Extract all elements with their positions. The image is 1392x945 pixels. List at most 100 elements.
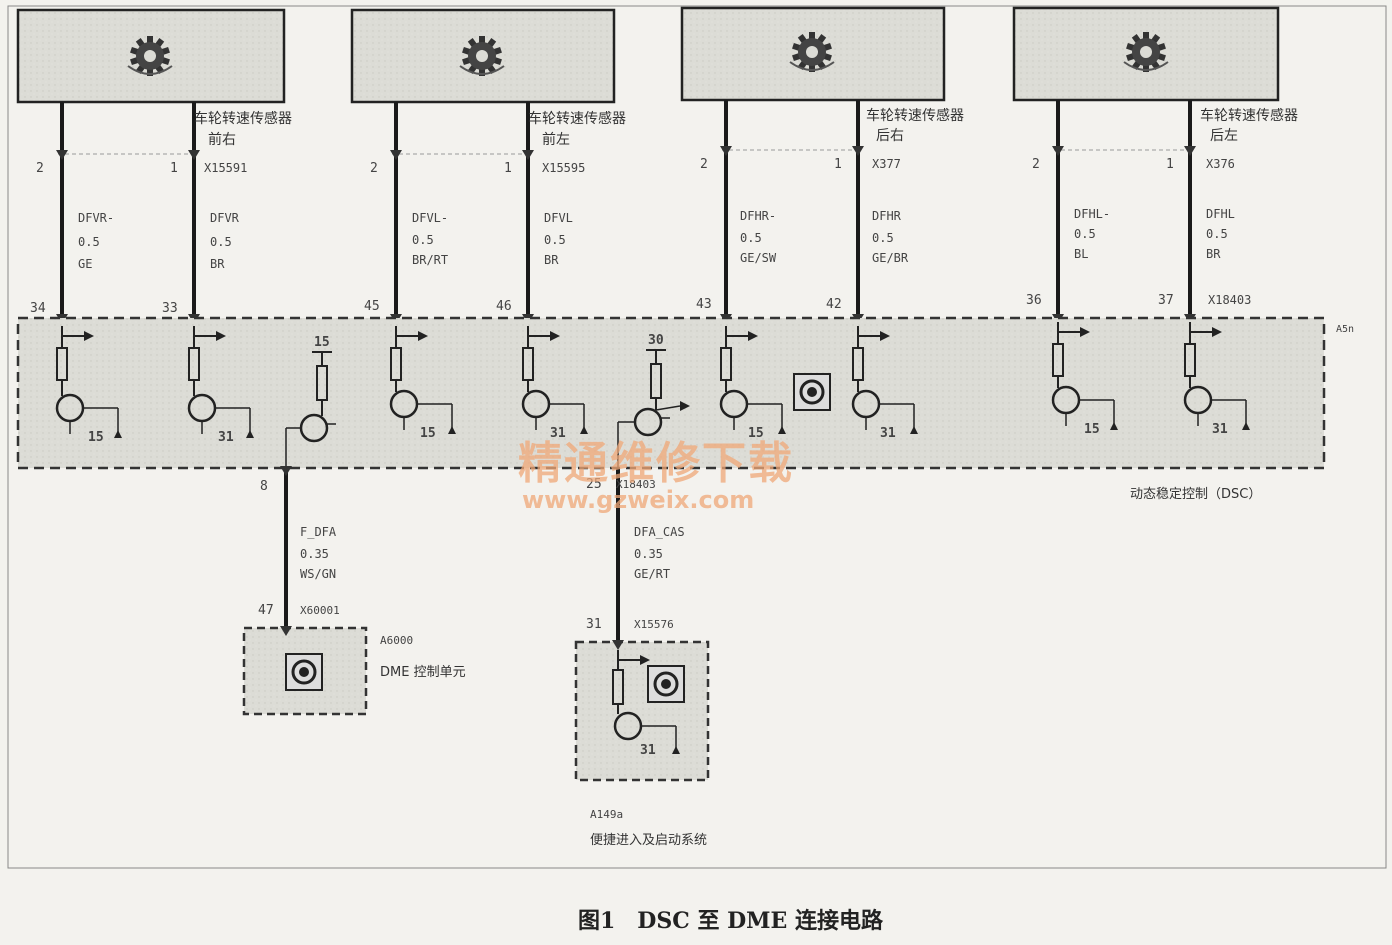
sensor-position: 后右 — [876, 128, 904, 144]
ecu-icon — [285, 653, 323, 691]
wire-color: GE/SW — [740, 251, 777, 265]
wire-gauge: 0.35 — [634, 547, 663, 561]
terminal-label: 15 — [748, 426, 764, 441]
input-channel — [187, 326, 254, 438]
watermark-url: www.gzweix.com — [522, 486, 754, 514]
wire-color: WS/GN — [300, 567, 336, 581]
dsc-pin: 45 — [364, 299, 380, 314]
terminal-label: 31 — [1212, 422, 1228, 437]
dsc-module: A5n — [16, 316, 1354, 470]
sensor-title: 车轮转速传感器 — [194, 110, 292, 127]
input-channel — [1051, 322, 1118, 430]
dsc-pin: 43 — [696, 297, 712, 312]
supply-label: 15 — [314, 335, 330, 350]
dsc-pin: 36 — [1026, 293, 1042, 308]
wire-color: BR — [210, 257, 225, 271]
input-channel — [521, 326, 588, 434]
wire-color: BR/RT — [412, 253, 448, 267]
input-channel — [55, 326, 122, 438]
sensor-position: 前左 — [542, 131, 570, 148]
sensor-position: 后左 — [1210, 128, 1238, 144]
dme-id: A6000 — [380, 634, 413, 647]
wire-name: DFHR — [872, 209, 902, 223]
wire-name: DFVL — [544, 211, 573, 225]
sensor-rr-labels: 车轮转速传感器 后右 2 1 X377 DFHR- 0.5 GE/SW DFHR… — [696, 107, 964, 312]
wire-color: BR — [1206, 247, 1221, 261]
wire-gauge: 0.5 — [210, 235, 232, 249]
wire-name: DFVL- — [412, 211, 448, 225]
wire-name: DFVR- — [78, 211, 114, 225]
dsc-pin: 25 — [586, 477, 602, 492]
outer-frame — [7, 5, 1387, 869]
wire-gauge: 0.5 — [1074, 227, 1096, 241]
wire-name: F_DFA — [300, 525, 337, 539]
pin-number: 1 — [1166, 157, 1174, 172]
wire-color: GE/RT — [634, 567, 670, 581]
cas-id: A149a — [590, 808, 623, 821]
connector-id: X377 — [872, 157, 901, 171]
wire-name: DFHL — [1206, 207, 1235, 221]
ecu-icon — [793, 373, 831, 411]
connector-id: X18403 — [616, 478, 656, 491]
connector-id: X18403 — [1208, 293, 1251, 307]
input-channel — [851, 326, 918, 434]
sensor-fl-labels: 车轮转速传感器 前左 2 1 X15595 DFVL- 0.5 BR/RT DF… — [364, 110, 626, 314]
figure-caption: 图1 DSC 至 DME 连接电路 — [578, 908, 884, 934]
supply-label: 30 — [648, 333, 664, 348]
pin-number: 47 — [258, 603, 274, 618]
gear-icon — [1123, 32, 1169, 72]
gear-icon — [789, 32, 835, 72]
terminal-label: 31 — [218, 430, 234, 445]
wire-name: DFHL- — [1074, 207, 1110, 221]
dsc-pin: 37 — [1158, 293, 1174, 308]
gear-icon — [127, 36, 173, 76]
dsc-module-id: A5n — [1336, 324, 1354, 335]
pin-number: 1 — [170, 161, 178, 176]
wire-name: DFA_CAS — [634, 525, 685, 539]
dsc-pin: 42 — [826, 297, 842, 312]
terminal-label: 15 — [88, 430, 104, 445]
connector-id: X376 — [1206, 157, 1235, 171]
wire-name: DFVR — [210, 211, 240, 225]
pin-number: 2 — [700, 157, 708, 172]
sensor-rl-labels: 车轮转速传感器 后左 2 1 X376 DFHL- 0.5 BL DFHL 0.… — [1026, 107, 1298, 308]
terminal-label: 31 — [640, 743, 656, 758]
wire-gauge: 0.5 — [872, 231, 894, 245]
wire-gauge: 0.5 — [1206, 227, 1228, 241]
wire-color: GE/BR — [872, 251, 909, 265]
sensor-fr-labels: 车轮转速传感器 前右 2 1 X15591 DFVR- 0.5 GE DFVR … — [30, 110, 292, 316]
dsc-internals — [55, 322, 1250, 470]
wire-gauge: 0.5 — [412, 233, 434, 247]
cas-unit: A149a 便捷进入及启动系统 31 — [574, 640, 710, 848]
pin-number: 2 — [370, 161, 378, 176]
dme-control-unit: A6000 DME 控制单元 — [242, 626, 466, 716]
dsc-pin: 34 — [30, 301, 46, 316]
input-channel — [1183, 322, 1250, 430]
dsc-pin: 8 — [260, 479, 268, 494]
watermark: 精通维修下载 www.gzweix.com — [518, 438, 794, 514]
dme-label: DME 控制单元 — [380, 665, 466, 680]
pin-number: 31 — [586, 617, 602, 632]
ecu-icon — [647, 665, 685, 703]
cas-label: 便捷进入及启动系统 — [590, 833, 707, 848]
watermark-cn: 精通维修下载 — [518, 438, 794, 489]
wire-gauge: 0.5 — [544, 233, 566, 247]
output-driver — [285, 351, 336, 470]
connector-id: X15576 — [634, 618, 674, 631]
wire-gauge: 0.5 — [78, 235, 100, 249]
dsc-pin: 46 — [496, 299, 512, 314]
pin-number: 1 — [834, 157, 842, 172]
terminal-label: 31 — [880, 426, 896, 441]
connector-id: X15591 — [204, 161, 247, 175]
cas-line: 25 X18403 DFA_CAS 0.35 GE/RT 31 X15576 — [586, 468, 685, 642]
dsc-label: 动态稳定控制（DSC） — [1130, 486, 1261, 502]
dsc-pin: 33 — [162, 301, 178, 316]
wire-gauge: 0.5 — [740, 231, 762, 245]
sensor-title: 车轮转速传感器 — [528, 110, 626, 127]
connector-id: X60001 — [300, 604, 340, 617]
input-channel — [389, 326, 456, 434]
terminal-label: 15 — [1084, 422, 1100, 437]
gear-icon — [459, 36, 505, 76]
